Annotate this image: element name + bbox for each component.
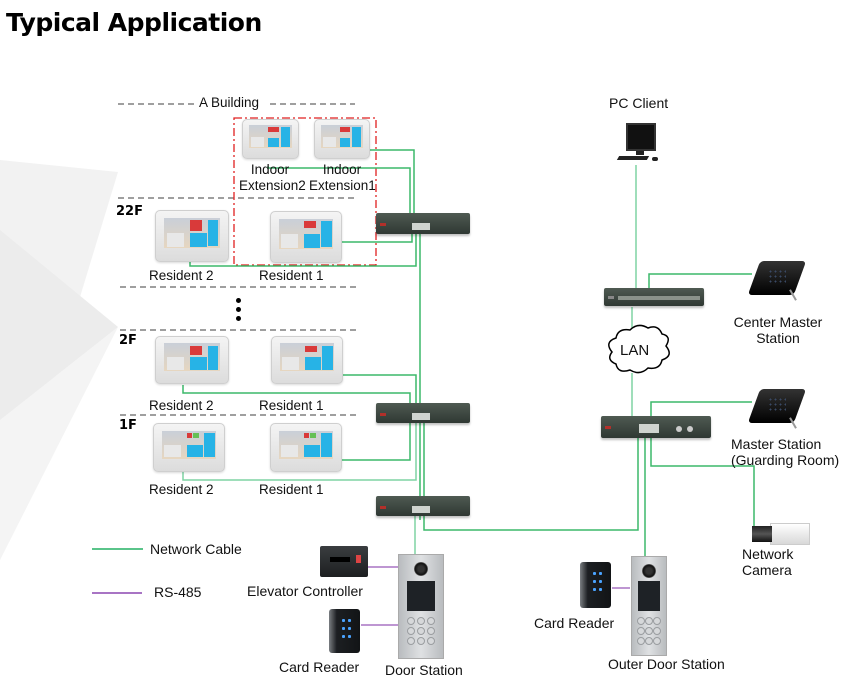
building-label: A Building (199, 95, 260, 110)
switch-1f-2f (376, 403, 470, 423)
cable-1f-res2 (182, 420, 417, 481)
pc-client-computer-icon (614, 120, 664, 165)
floor-label-2f: 2F (119, 333, 137, 348)
cable-building-to-guard (423, 420, 639, 531)
page-title: Typical Application (6, 8, 262, 37)
resident2-1f-label: Resident 2 (149, 482, 214, 497)
resident2-2f-label: Resident 2 (149, 398, 214, 413)
extension-group-box (233, 117, 377, 266)
master-station-device (747, 383, 807, 433)
elevator-controller-device (320, 546, 368, 577)
card-reader-left-device (329, 609, 360, 653)
resident1-2f-label: Resident 1 (259, 398, 324, 413)
door-station-label: Door Station (385, 662, 463, 678)
resident2-1f-monitor (153, 423, 225, 472)
resident1-1f-monitor (270, 423, 342, 472)
network-cables (182, 149, 755, 557)
lan-cloud-icon (608, 324, 670, 374)
resident1-22f-label: Resident 1 (259, 268, 324, 283)
card-reader-right-label: Card Reader (534, 615, 615, 631)
center-master-station-device (747, 255, 807, 305)
indoor-extension2-device (242, 119, 299, 159)
elevator-controller-label: Elevator Controller (247, 583, 363, 599)
cable-1f-res1 (340, 420, 411, 461)
switch-door-station (376, 496, 470, 516)
cable-camera (650, 435, 755, 527)
cable-master-station (650, 401, 752, 418)
floor-dividers (118, 103, 358, 416)
cable-22f-res2 (189, 228, 417, 267)
outer-door-station-device (631, 556, 667, 656)
cable-ext2 (267, 166, 411, 228)
outer-door-station-label: Outer Door Station (608, 656, 725, 672)
pc-client-label: PC Client (609, 95, 669, 111)
floor-label-1f: 1F (119, 418, 137, 433)
resident2-22f-monitor (155, 210, 229, 262)
resident1-1f-label: Resident 1 (259, 482, 324, 497)
network-camera-device (752, 521, 810, 545)
card-reader-right-device (580, 562, 611, 608)
indoor-extension1-device (314, 119, 370, 159)
master-station-label: Master Station(Guarding Room) (731, 436, 840, 468)
cable-center-master (648, 273, 752, 290)
floor-label-22f: 22F (116, 204, 143, 219)
resident1-22f-monitor (270, 211, 342, 263)
switch-guarding-room (601, 416, 711, 438)
card-reader-left-label: Card Reader (279, 659, 360, 675)
resident1-2f-monitor (271, 336, 343, 384)
core-switch (604, 288, 704, 306)
legend-network-cable-label: Network Cable (150, 541, 242, 557)
cable-ext1 (368, 149, 415, 228)
door-station-device (398, 554, 444, 659)
legend-rs485-label: RS-485 (154, 584, 202, 600)
lan-label: LAN (620, 342, 650, 359)
switch-22f (376, 213, 470, 234)
resident2-22f-label: Resident 2 (149, 268, 214, 283)
rs485-cables (361, 566, 630, 626)
resident2-2f-monitor (155, 336, 229, 384)
